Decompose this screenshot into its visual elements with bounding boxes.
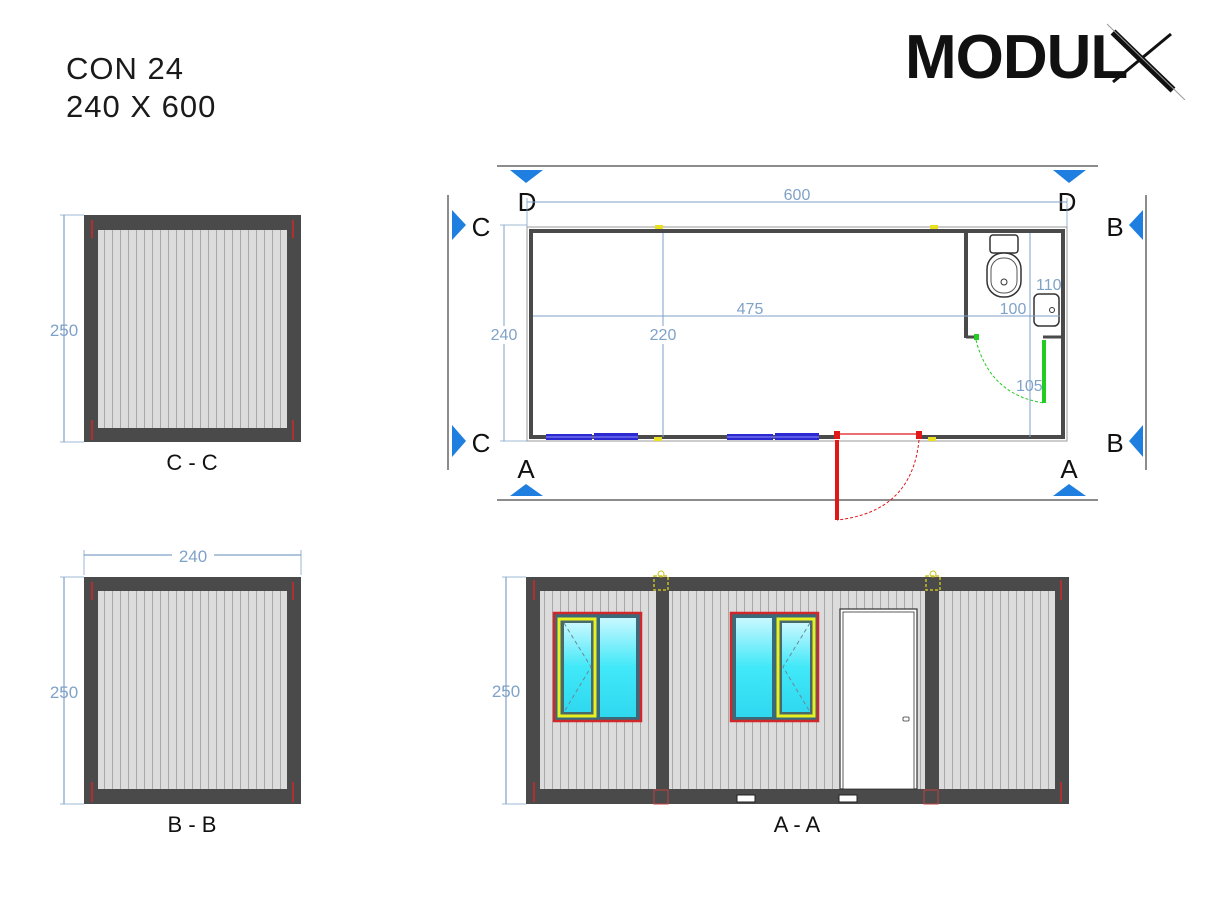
dimension-height: 250 xyxy=(50,321,78,340)
section-view-cc: 250 C - C xyxy=(50,214,301,475)
section-marker-d-left-icon xyxy=(510,170,543,183)
model-name: CON 24 xyxy=(66,51,184,86)
plan-window-center xyxy=(727,433,819,440)
dimension-height: 250 xyxy=(492,682,520,701)
view-label-aa: A - A xyxy=(774,812,821,837)
elevation-door xyxy=(839,608,918,790)
elevation-window-left xyxy=(552,611,643,723)
section-marker-b-top-icon xyxy=(1129,210,1143,240)
elevation-view-aa: 250 A - A xyxy=(492,570,1069,837)
dimension-room-length: 475 xyxy=(737,301,764,318)
logo-x-icon xyxy=(1106,23,1186,101)
view-label-bb: B - B xyxy=(168,812,217,837)
floor-plan: D D C C B B A A xyxy=(447,165,1147,521)
section-marker-a-left-icon xyxy=(510,484,543,496)
dimension-height: 250 xyxy=(50,683,78,702)
logo-text: MODUL xyxy=(905,23,1127,92)
dimension-inner-width: 220 xyxy=(650,327,677,344)
door-handle-icon xyxy=(902,716,910,722)
dimension-wc-door: 105 xyxy=(1016,378,1043,395)
marker-label: B xyxy=(1106,212,1123,242)
dimension-length: 600 xyxy=(784,187,811,204)
section-marker-a-right-icon xyxy=(1053,484,1086,496)
section-marker-d-right-icon xyxy=(1053,170,1086,183)
marker-label: C xyxy=(472,212,491,242)
dimension-width: 240 xyxy=(179,547,207,566)
section-marker-c-top-icon xyxy=(452,210,466,240)
section-marker-b-bottom-icon xyxy=(1129,425,1143,457)
section-view-bb: 250 240 B - B xyxy=(50,547,302,837)
drawing-title: CON 24 240 X 600 xyxy=(66,50,216,126)
brand-logo: MODUL xyxy=(905,20,1195,105)
sink-icon xyxy=(1033,293,1060,327)
marker-label: C xyxy=(472,428,491,458)
plan-window-left xyxy=(546,433,638,440)
dimension-wc-width: 100 xyxy=(1000,301,1027,318)
view-label-cc: C - C xyxy=(166,450,217,475)
marker-label: B xyxy=(1106,428,1123,458)
section-marker-c-bottom-icon xyxy=(452,425,466,457)
toilet-icon xyxy=(986,234,1022,298)
elevation-window-center xyxy=(729,611,820,723)
dimension-width: 240 xyxy=(491,327,518,344)
dimension-wc-depth: 110 xyxy=(1036,277,1062,294)
marker-label: A xyxy=(1060,454,1078,484)
marker-label: A xyxy=(517,454,535,484)
model-size: 240 X 600 xyxy=(66,89,217,124)
